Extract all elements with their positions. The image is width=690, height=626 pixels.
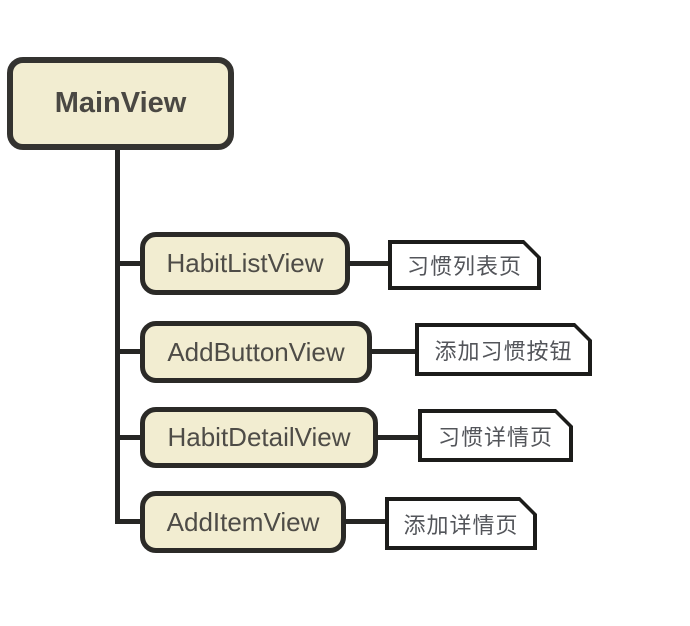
node-additemview-label: AddItemView <box>166 506 320 537</box>
note-habitlistview-label: 习惯列表页 <box>392 244 537 286</box>
note-addbuttonview-label: 添加习惯按钮 <box>419 327 588 372</box>
note-habitdetailview[interactable]: 习惯详情页 <box>418 409 573 462</box>
note-habitlistview[interactable]: 习惯列表页 <box>388 240 541 290</box>
note-additemview-label: 添加详情页 <box>389 501 533 546</box>
trunk-connector <box>115 150 120 524</box>
node-habitlistview[interactable]: HabitListView <box>140 232 350 295</box>
node-additemview[interactable]: AddItemView <box>140 491 346 553</box>
branch-connector-3 <box>115 435 142 440</box>
node-habitlistview-label: HabitListView <box>166 248 324 278</box>
note-connector-4 <box>344 519 386 524</box>
note-addbuttonview[interactable]: 添加习惯按钮 <box>415 323 592 376</box>
node-mainview[interactable]: MainView <box>7 57 234 150</box>
branch-connector-4 <box>115 519 142 524</box>
note-connector-2 <box>370 349 416 354</box>
branch-connector-1 <box>115 261 142 266</box>
branch-connector-2 <box>115 349 142 354</box>
node-addbuttonview-label: AddButtonView <box>167 336 345 367</box>
node-habitdetailview-label: HabitDetailView <box>167 422 351 452</box>
node-mainview-label: MainView <box>54 87 187 119</box>
note-connector-1 <box>348 261 389 266</box>
note-connector-3 <box>376 435 419 440</box>
node-addbuttonview[interactable]: AddButtonView <box>140 321 372 383</box>
note-habitdetailview-label: 习惯详情页 <box>422 413 569 458</box>
note-additemview[interactable]: 添加详情页 <box>385 497 537 550</box>
node-habitdetailview[interactable]: HabitDetailView <box>140 407 378 468</box>
